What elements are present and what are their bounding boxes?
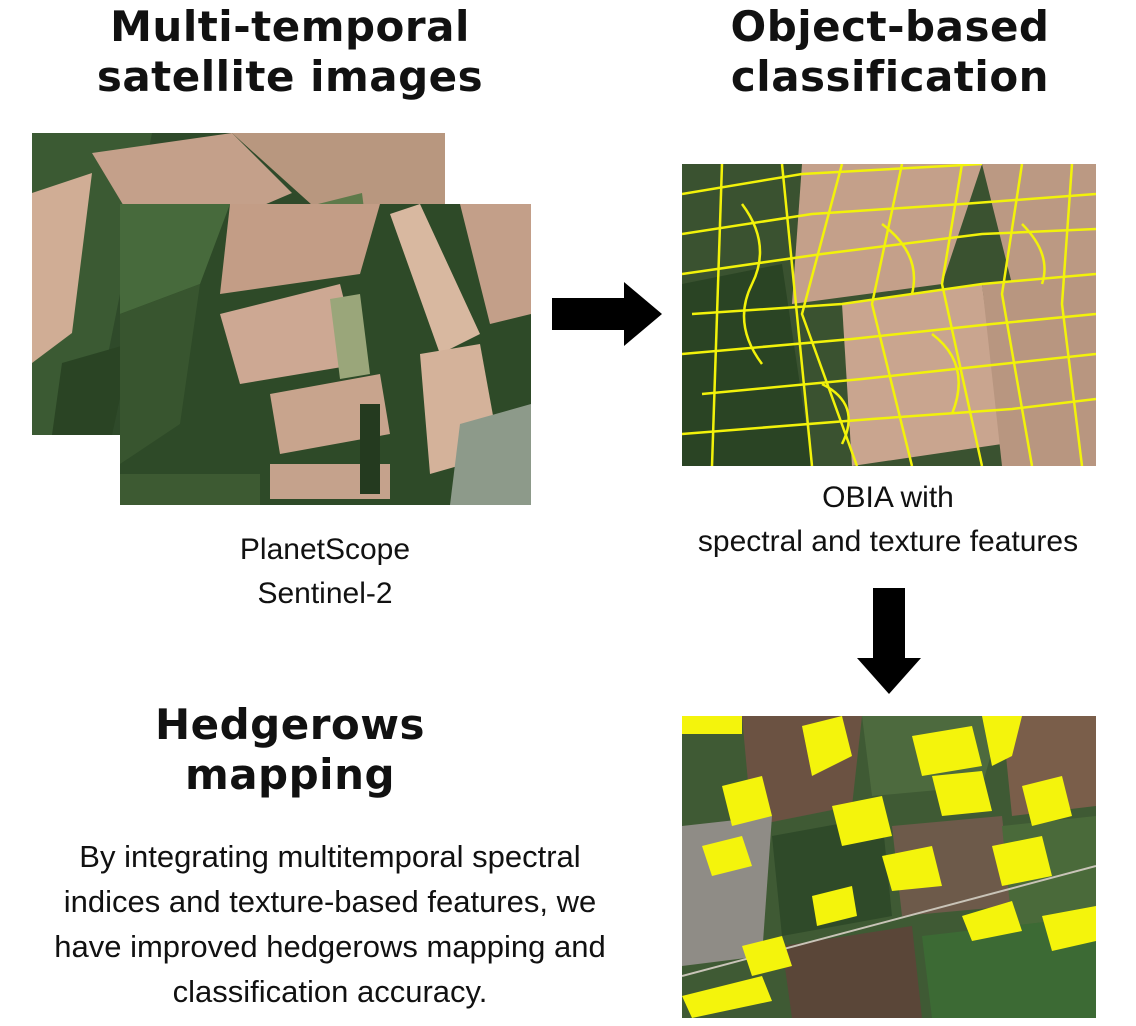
classification-caption: OBIA with spectral and texture features — [640, 476, 1136, 564]
input-title-line1: Multi-temporal — [110, 2, 470, 51]
sensor-sentinel-2: Sentinel-2 — [257, 577, 393, 610]
classification-caption-line2: spectral and texture features — [697, 525, 1079, 558]
description-line-1: By integrating multitemporal spectral — [79, 839, 581, 874]
result-description: By integrating multitemporal spectral in… — [0, 834, 660, 1014]
classification-title: Object-based classification — [665, 2, 1115, 102]
satellite-image-front — [120, 204, 531, 505]
description-line-4: classification accuracy. — [172, 974, 488, 1009]
result-title: Hedgerows mapping — [60, 700, 520, 800]
classification-caption-line1: OBIA with — [822, 481, 954, 514]
hedgerows-map-image — [682, 716, 1096, 1018]
input-caption: PlanetScope Sentinel-2 — [170, 528, 480, 616]
description-line-2: indices and texture-based features, we — [63, 884, 597, 919]
sensor-planetscope: PlanetScope — [239, 533, 411, 566]
input-title-line2: satellite images — [96, 52, 484, 101]
input-title: Multi-temporal satellite images — [60, 2, 520, 102]
description-line-3: have improved hedgerows mapping and — [54, 929, 606, 964]
obia-segmentation-image — [682, 164, 1096, 466]
arrow-down-icon — [857, 588, 921, 694]
arrow-right-icon — [552, 282, 662, 346]
classification-title-line2: classification — [730, 52, 1050, 101]
result-title-line1: Hedgerows — [154, 700, 426, 749]
classification-title-line1: Object-based — [730, 2, 1050, 51]
result-title-line2: mapping — [184, 750, 396, 799]
